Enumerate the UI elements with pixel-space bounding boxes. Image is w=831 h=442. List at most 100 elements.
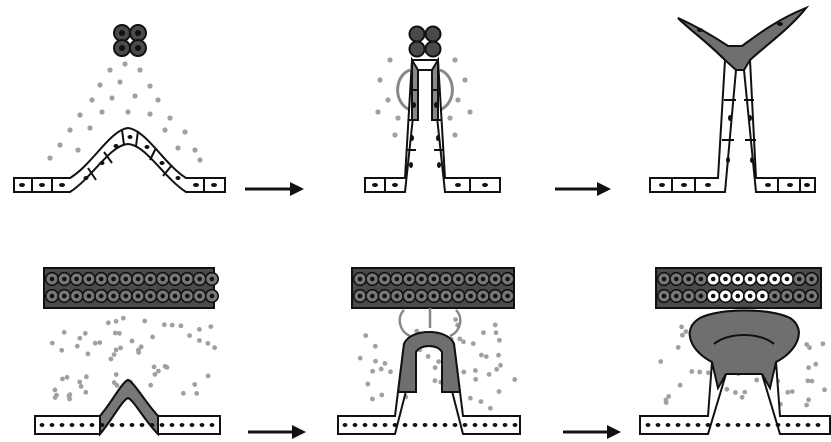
signal-dot [676, 345, 681, 350]
cell-nucleus [756, 423, 761, 427]
cell-nucleus [809, 277, 814, 282]
signal-dot [479, 353, 484, 358]
signal-dot [806, 365, 811, 370]
cell-nucleus [358, 294, 363, 299]
cell-nucleus [407, 294, 412, 299]
cell-nucleus [62, 277, 67, 282]
cell-nucleus [148, 277, 153, 282]
cell-nucleus [723, 277, 728, 282]
signal-dot [112, 352, 117, 357]
signal-dot [65, 375, 70, 380]
signal-dot [59, 348, 64, 353]
signal-dot [680, 333, 685, 338]
cell-nucleus [111, 294, 116, 299]
right-arrow-icon [245, 182, 304, 196]
cell-nucleus [786, 423, 791, 427]
signal-dot [84, 374, 89, 379]
cell-nucleus [170, 423, 175, 427]
signal-dot [742, 390, 747, 395]
cell-nucleus [136, 294, 141, 299]
signal-dot [142, 319, 147, 324]
cell-nucleus [185, 294, 190, 299]
cell-nucleus [87, 294, 92, 299]
cell-nucleus [493, 294, 498, 299]
row2-panel-2 [338, 268, 520, 434]
signal-dot [363, 333, 368, 338]
signal-dot [689, 369, 694, 374]
cell-nucleus [513, 423, 518, 427]
cell-nucleus [493, 423, 498, 427]
cell-nucleus [358, 277, 363, 282]
signal-dot [152, 365, 157, 370]
elongated-tube [365, 60, 500, 192]
signal-dot [77, 380, 82, 385]
signal-dots [47, 61, 202, 162]
cell-nucleus [662, 277, 667, 282]
signal-dot [497, 338, 502, 343]
signal-dot [115, 383, 120, 388]
cell-nucleus [468, 277, 473, 282]
cell-nucleus [444, 294, 449, 299]
cell-nucleus [80, 423, 85, 427]
signal-dot [83, 390, 88, 395]
cell-nucleus [444, 277, 449, 282]
cell-nucleus [395, 294, 400, 299]
cell-nucleus [723, 294, 728, 299]
signal-dot [86, 352, 91, 357]
tube-tip-cluster [410, 27, 441, 57]
cell-nucleus [120, 423, 125, 427]
cell-nucleus [160, 294, 165, 299]
signal-dot [93, 341, 98, 346]
cell-nucleus [136, 277, 141, 282]
row1-panel-2 [365, 27, 500, 193]
cell-nucleus [656, 423, 661, 427]
signal-dot [494, 330, 499, 335]
cell-nucleus [197, 277, 202, 282]
cell-nucleus [468, 294, 473, 299]
cell-nucleus [363, 423, 368, 427]
signal-dot [113, 331, 118, 336]
signal-dot [163, 364, 168, 369]
signal-dot [136, 350, 141, 355]
cell-nucleus [190, 423, 195, 427]
cell-nucleus [797, 277, 802, 282]
signal-dot [664, 400, 669, 405]
signal-dot [162, 322, 167, 327]
signal-dot [114, 372, 119, 377]
cell-nucleus [463, 423, 468, 427]
row-1 [14, 8, 815, 196]
cell-nucleus [62, 294, 67, 299]
elongated-fold [338, 332, 520, 434]
signal-dot [785, 390, 790, 395]
signal-dot [212, 345, 217, 350]
cell-nucleus [160, 423, 165, 427]
signal-dot [479, 399, 484, 404]
cell-nucleus [185, 277, 190, 282]
signal-dot [684, 329, 689, 334]
cell-nucleus [419, 277, 424, 282]
cell-nucleus [473, 423, 478, 427]
cell-nucleus [662, 294, 667, 299]
cell-nucleus [200, 423, 205, 427]
signal-dot [740, 395, 745, 400]
right-arrow-icon [555, 182, 611, 196]
row2-panel-1 [35, 268, 220, 434]
cell-nucleus [503, 423, 508, 427]
cell-nucleus [711, 277, 716, 282]
signal-dot [206, 341, 211, 346]
cell-nucleus [674, 294, 679, 299]
cell-nucleus [180, 423, 185, 427]
cell-nucleus [70, 423, 75, 427]
cell-nucleus [666, 423, 671, 427]
cell-nucleus [505, 294, 510, 299]
signal-dot [150, 335, 155, 340]
row2-panel-3 [640, 268, 830, 434]
signal-dot [114, 319, 119, 324]
signal-dot [494, 367, 499, 372]
signal-dot [461, 370, 466, 375]
cell-nucleus [796, 423, 801, 427]
cell-nucleus [74, 294, 79, 299]
cell-nucleus [686, 294, 691, 299]
cell-nucleus [110, 423, 115, 427]
cell-nucleus [407, 277, 412, 282]
